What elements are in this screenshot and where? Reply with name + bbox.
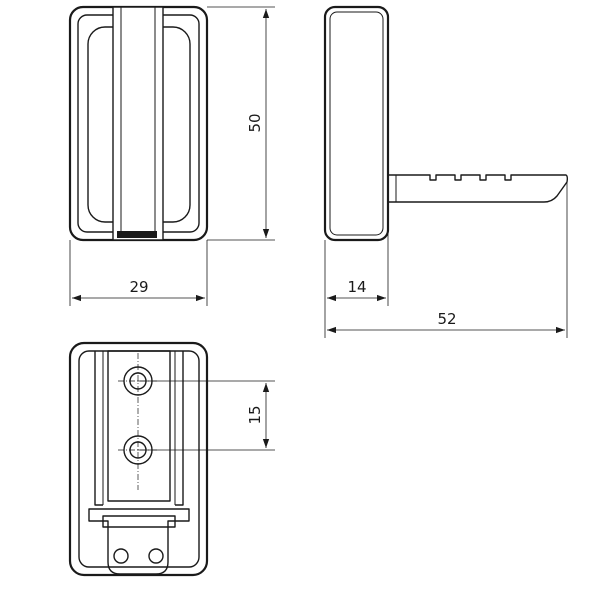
side-view-key-arm: [388, 174, 569, 203]
rear-view-outer-outline: [68, 341, 209, 577]
length-dimension-label: 52: [437, 310, 456, 328]
rear-view-latch-hole-right: [148, 548, 164, 564]
side-view-body-inner: [329, 11, 384, 236]
depth-dimension: 14: [324, 202, 389, 338]
rear-view-latch-ledge: [88, 508, 190, 528]
rear-view-inner-outline: [78, 350, 200, 568]
rear-view: [68, 341, 209, 577]
hole-spacing-dimension: 15: [138, 380, 275, 451]
height-dimension: 50: [207, 6, 275, 241]
depth-dimension-label: 14: [347, 278, 366, 296]
length-dimension: 52: [327, 182, 568, 338]
width-dimension: 29: [69, 240, 208, 306]
hole-spacing-dimension-label: 15: [246, 405, 264, 424]
rear-view-right-rail: [175, 351, 184, 506]
rear-view-latch-hole-left: [113, 548, 129, 564]
side-view-body: [323, 5, 390, 242]
side-view: [323, 5, 569, 242]
height-dimension-label: 50: [246, 113, 264, 132]
rear-view-latch-tab: [102, 515, 176, 575]
width-dimension-label: 29: [129, 278, 148, 296]
rear-view-left-rail: [94, 351, 103, 506]
front-view: [68, 5, 209, 242]
front-view-bottom-slot: [117, 231, 157, 238]
